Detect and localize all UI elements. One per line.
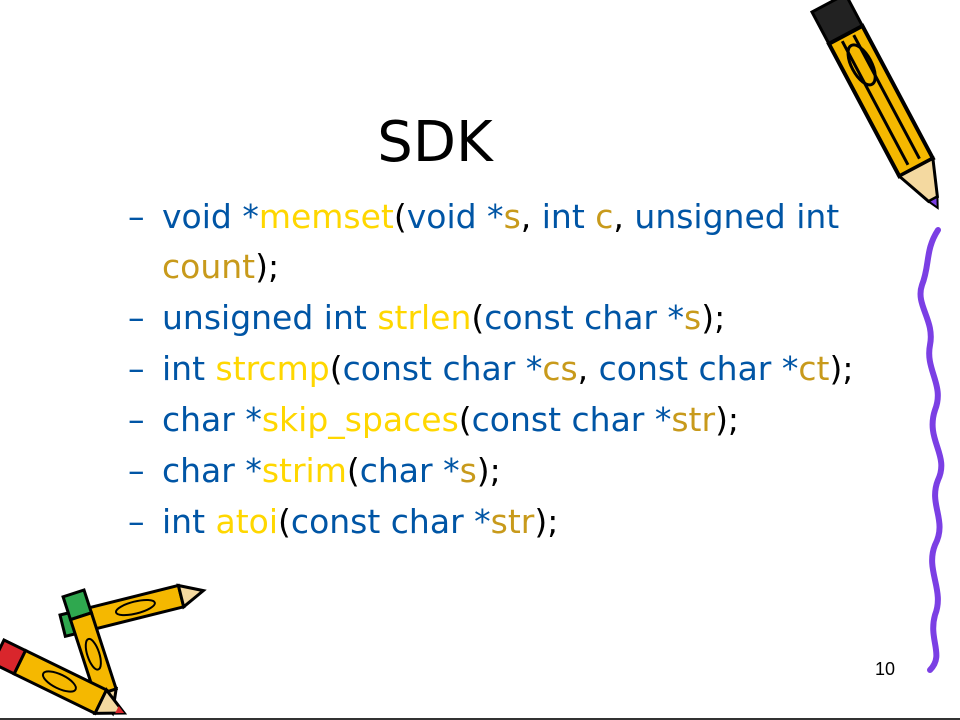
code-type: const char *: [471, 400, 672, 439]
code-punctuation: (: [471, 298, 485, 337]
code-argument: str: [490, 502, 535, 541]
code-type: unsigned int: [634, 197, 840, 236]
code-punctuation: );: [715, 400, 740, 439]
code-type: int: [541, 197, 596, 236]
code-function-name: atoi: [215, 502, 279, 541]
code-punctuation: );: [701, 298, 726, 337]
list-item: – void *memset(void *s, int c, unsigned …: [128, 192, 868, 292]
code-punctuation: );: [534, 502, 559, 541]
code-punctuation: ,: [577, 349, 599, 388]
list-item: – unsigned int strlen(const char *s);: [128, 293, 868, 343]
code-punctuation: );: [255, 247, 280, 286]
code-argument: count: [162, 247, 256, 286]
code-type: void *: [406, 197, 504, 236]
code-type: const char *: [598, 349, 799, 388]
code-type: void *: [162, 197, 259, 236]
code-argument: cs: [542, 349, 578, 388]
code-type: const char *: [342, 349, 543, 388]
code-punctuation: (: [393, 197, 407, 236]
slide-title: SDK: [377, 110, 493, 175]
code-function-name: skip_spaces: [261, 400, 459, 439]
code-function-name: memset: [258, 197, 394, 236]
bullet-dash: –: [128, 197, 145, 236]
code-argument: c: [595, 197, 614, 236]
code-function-name: strcmp: [215, 349, 330, 388]
code-argument: ct: [798, 349, 830, 388]
code-argument: s: [503, 197, 521, 236]
code-punctuation: );: [476, 451, 501, 490]
code-punctuation: ,: [613, 197, 635, 236]
list-item: – int atoi(const char *str);: [128, 497, 868, 547]
bullet-dash: –: [128, 502, 145, 541]
page-number: 10: [874, 659, 895, 679]
code-type: char *: [162, 400, 262, 439]
code-type: unsigned int: [162, 298, 378, 337]
list-item: – int strcmp(const char *cs, const char …: [128, 344, 868, 394]
bottom-divider: [0, 718, 960, 720]
bullet-dash: –: [128, 400, 145, 439]
code-type: char *: [162, 451, 262, 490]
code-argument: str: [671, 400, 716, 439]
code-argument: s: [684, 298, 702, 337]
code-type: const char *: [484, 298, 684, 337]
list-item: – char *skip_spaces(const char *str);: [128, 395, 868, 445]
bullet-dash: –: [128, 349, 145, 388]
code-punctuation: ,: [520, 197, 542, 236]
code-type: const char *: [290, 502, 491, 541]
code-type: int: [162, 502, 216, 541]
code-punctuation: (: [458, 400, 472, 439]
code-type: char *: [359, 451, 460, 490]
list-item: – char *strim(char *s);: [128, 446, 868, 496]
code-punctuation: (: [278, 502, 291, 541]
code-punctuation: (: [329, 349, 343, 388]
code-argument: s: [459, 451, 477, 490]
code-function-name: strlen: [377, 298, 472, 337]
code-type: int: [162, 349, 216, 388]
code-function-name: strim: [261, 451, 347, 490]
code-punctuation: (: [346, 451, 360, 490]
bullet-list: – void *memset(void *s, int c, unsigned …: [128, 192, 868, 548]
bullet-dash: –: [128, 451, 145, 490]
bullet-dash: –: [128, 298, 145, 337]
code-punctuation: );: [829, 349, 854, 388]
